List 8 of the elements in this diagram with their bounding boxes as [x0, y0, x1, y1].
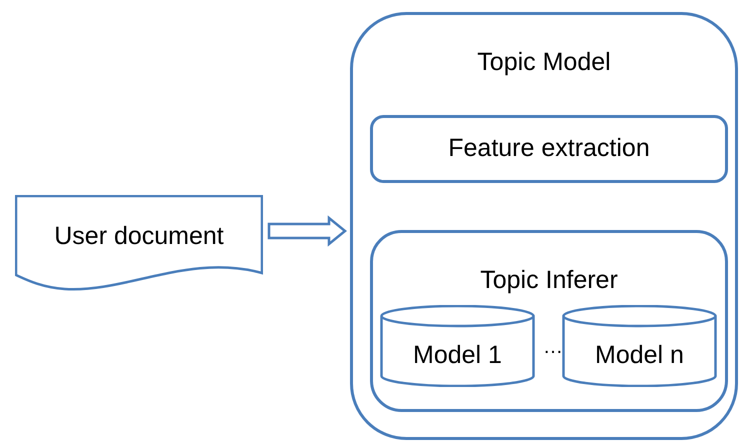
- node-label: Model 1: [413, 340, 502, 372]
- node-label: Model n: [595, 340, 684, 372]
- node-label: User document: [54, 221, 224, 252]
- ellipsis-label: …: [543, 335, 563, 360]
- node-label: Topic Inferer: [480, 265, 618, 296]
- node-label: Topic Model: [477, 47, 611, 78]
- node-label: Feature extraction: [448, 133, 650, 164]
- block-arrow: [268, 215, 347, 247]
